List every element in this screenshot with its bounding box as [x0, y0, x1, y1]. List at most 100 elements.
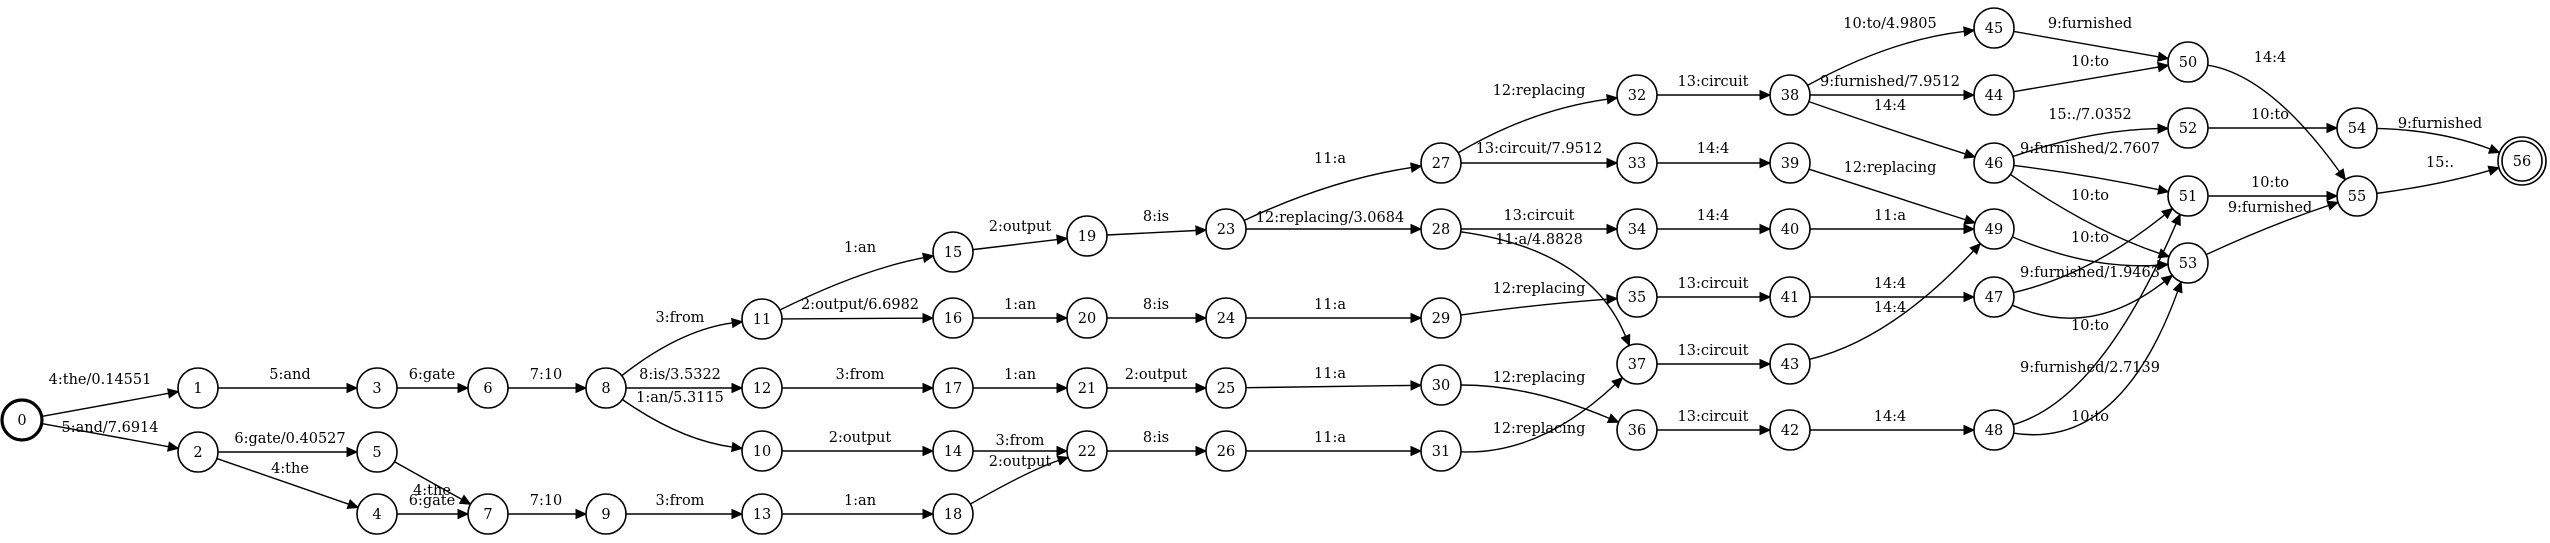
state-44: 44 — [1973, 74, 2015, 116]
state-label: 9 — [601, 507, 610, 523]
arc-label: 12:replacing — [1493, 370, 1586, 386]
state-circle — [1420, 142, 1462, 184]
state-label: 52 — [2179, 121, 2197, 137]
state-label: 12 — [753, 381, 771, 397]
state-label: 24 — [1217, 311, 1235, 327]
arrowhead — [1056, 455, 1070, 466]
arrowhead — [2326, 122, 2339, 134]
state-circle — [1769, 343, 1811, 385]
state-circle — [1973, 142, 2015, 184]
arc-line — [41, 422, 169, 448]
state-circle — [2167, 107, 2209, 149]
state-circle — [932, 367, 974, 409]
state-circle — [1616, 208, 1658, 250]
state-label: 18 — [944, 507, 962, 523]
arc-label: 13:circuit — [1504, 208, 1575, 224]
arrowhead — [922, 252, 935, 263]
arc-label: 13:circuit — [1678, 74, 1749, 90]
arrowhead — [1606, 413, 1620, 424]
state-circle — [2336, 175, 2378, 217]
state-circle — [467, 493, 509, 535]
arc-line — [394, 461, 463, 500]
state-43: 43 — [1769, 343, 1811, 385]
state-54: 54 — [2336, 107, 2378, 149]
state-label: 27 — [1432, 156, 1450, 172]
arc-label: 1:an/5.3115 — [636, 390, 724, 406]
arrowhead — [1056, 234, 1069, 245]
state-circle — [1973, 409, 2015, 451]
state-55: 55 — [2336, 175, 2378, 217]
arc-line — [2013, 66, 2159, 93]
arrowhead — [457, 508, 470, 520]
arrowhead — [922, 382, 935, 394]
state-36: 36 — [1616, 409, 1658, 451]
arc-label: 11:a — [1314, 430, 1346, 446]
state-circle — [0, 398, 44, 442]
arc-2-4: 4:the — [216, 457, 360, 510]
arc-line — [216, 457, 349, 505]
state-3: 3 — [356, 367, 398, 409]
arc-33-39: 14:4 — [1657, 141, 1772, 169]
state-circle — [356, 431, 398, 473]
arc-label: 14:4 — [1874, 300, 1907, 316]
arc-20-24: 8:is — [1107, 297, 1208, 324]
state-circle — [177, 367, 219, 409]
arc-label: 8:is — [1143, 297, 1169, 313]
arrowhead — [1611, 376, 1624, 389]
arc-label: 9:furnished/7.9512 — [1820, 74, 1960, 90]
state-11: 11 — [741, 298, 783, 340]
arrowhead — [1963, 89, 1976, 101]
arrowhead — [2487, 143, 2501, 154]
arrowhead — [1195, 225, 1208, 236]
arc-line — [1460, 231, 1627, 337]
arc-line — [1808, 100, 1966, 155]
state-8: 8 — [585, 367, 627, 409]
arrowhead — [1963, 291, 1976, 303]
state-19: 19 — [1066, 215, 1108, 257]
arc-9-13: 3:from — [626, 493, 744, 520]
arc-label: 14:4 — [1697, 208, 1730, 224]
arc-29-35: 12:replacing — [1460, 281, 1619, 316]
state-label: 23 — [1217, 222, 1235, 238]
arrowhead — [167, 388, 180, 399]
state-label: 2 — [193, 445, 202, 461]
arc-line — [1457, 98, 1608, 154]
arc-label: 11:a — [1314, 366, 1346, 382]
state-10: 10 — [741, 430, 783, 472]
arc-label: 7:10 — [530, 367, 563, 383]
arc-27-32: 12:replacing — [1457, 83, 1619, 154]
state-circle — [1420, 364, 1462, 406]
state-circle — [1420, 430, 1462, 472]
state-circle — [1066, 215, 1108, 257]
arrowhead — [458, 494, 472, 505]
arrowhead — [731, 317, 744, 329]
arrowhead — [1195, 445, 1208, 457]
state-45: 45 — [1973, 7, 2015, 49]
arc-label: 12:replacing — [1493, 421, 1586, 437]
state-label: 48 — [1985, 423, 2003, 439]
arrowhead — [1606, 157, 1619, 169]
arc-line — [2011, 280, 2165, 319]
state-label: 22 — [1078, 444, 1096, 460]
state-17: 17 — [932, 367, 974, 409]
state-label: 31 — [1432, 444, 1450, 460]
state-label: 36 — [1628, 423, 1646, 439]
state-29: 29 — [1420, 297, 1462, 339]
arc-31-37: 12:replacing — [1460, 376, 1624, 453]
arc-27-33: 13:circuit/7.9512 — [1461, 141, 1619, 169]
arc-line — [2013, 290, 2179, 436]
state-5: 5 — [356, 431, 398, 473]
state-28: 28 — [1420, 208, 1462, 250]
arc-10-14: 2:output — [782, 430, 935, 457]
state-label: 44 — [1985, 88, 2003, 104]
arrowhead — [1759, 424, 1772, 436]
arrowhead — [1759, 89, 1772, 101]
state-34: 34 — [1616, 208, 1658, 250]
arc-line — [2012, 127, 2159, 158]
state-27: 27 — [1420, 142, 1462, 184]
state-label: 26 — [1217, 444, 1235, 460]
arc-line — [2376, 127, 2491, 150]
arrowhead — [2157, 184, 2170, 195]
state-circle — [932, 231, 974, 273]
arrowhead — [2157, 259, 2170, 271]
